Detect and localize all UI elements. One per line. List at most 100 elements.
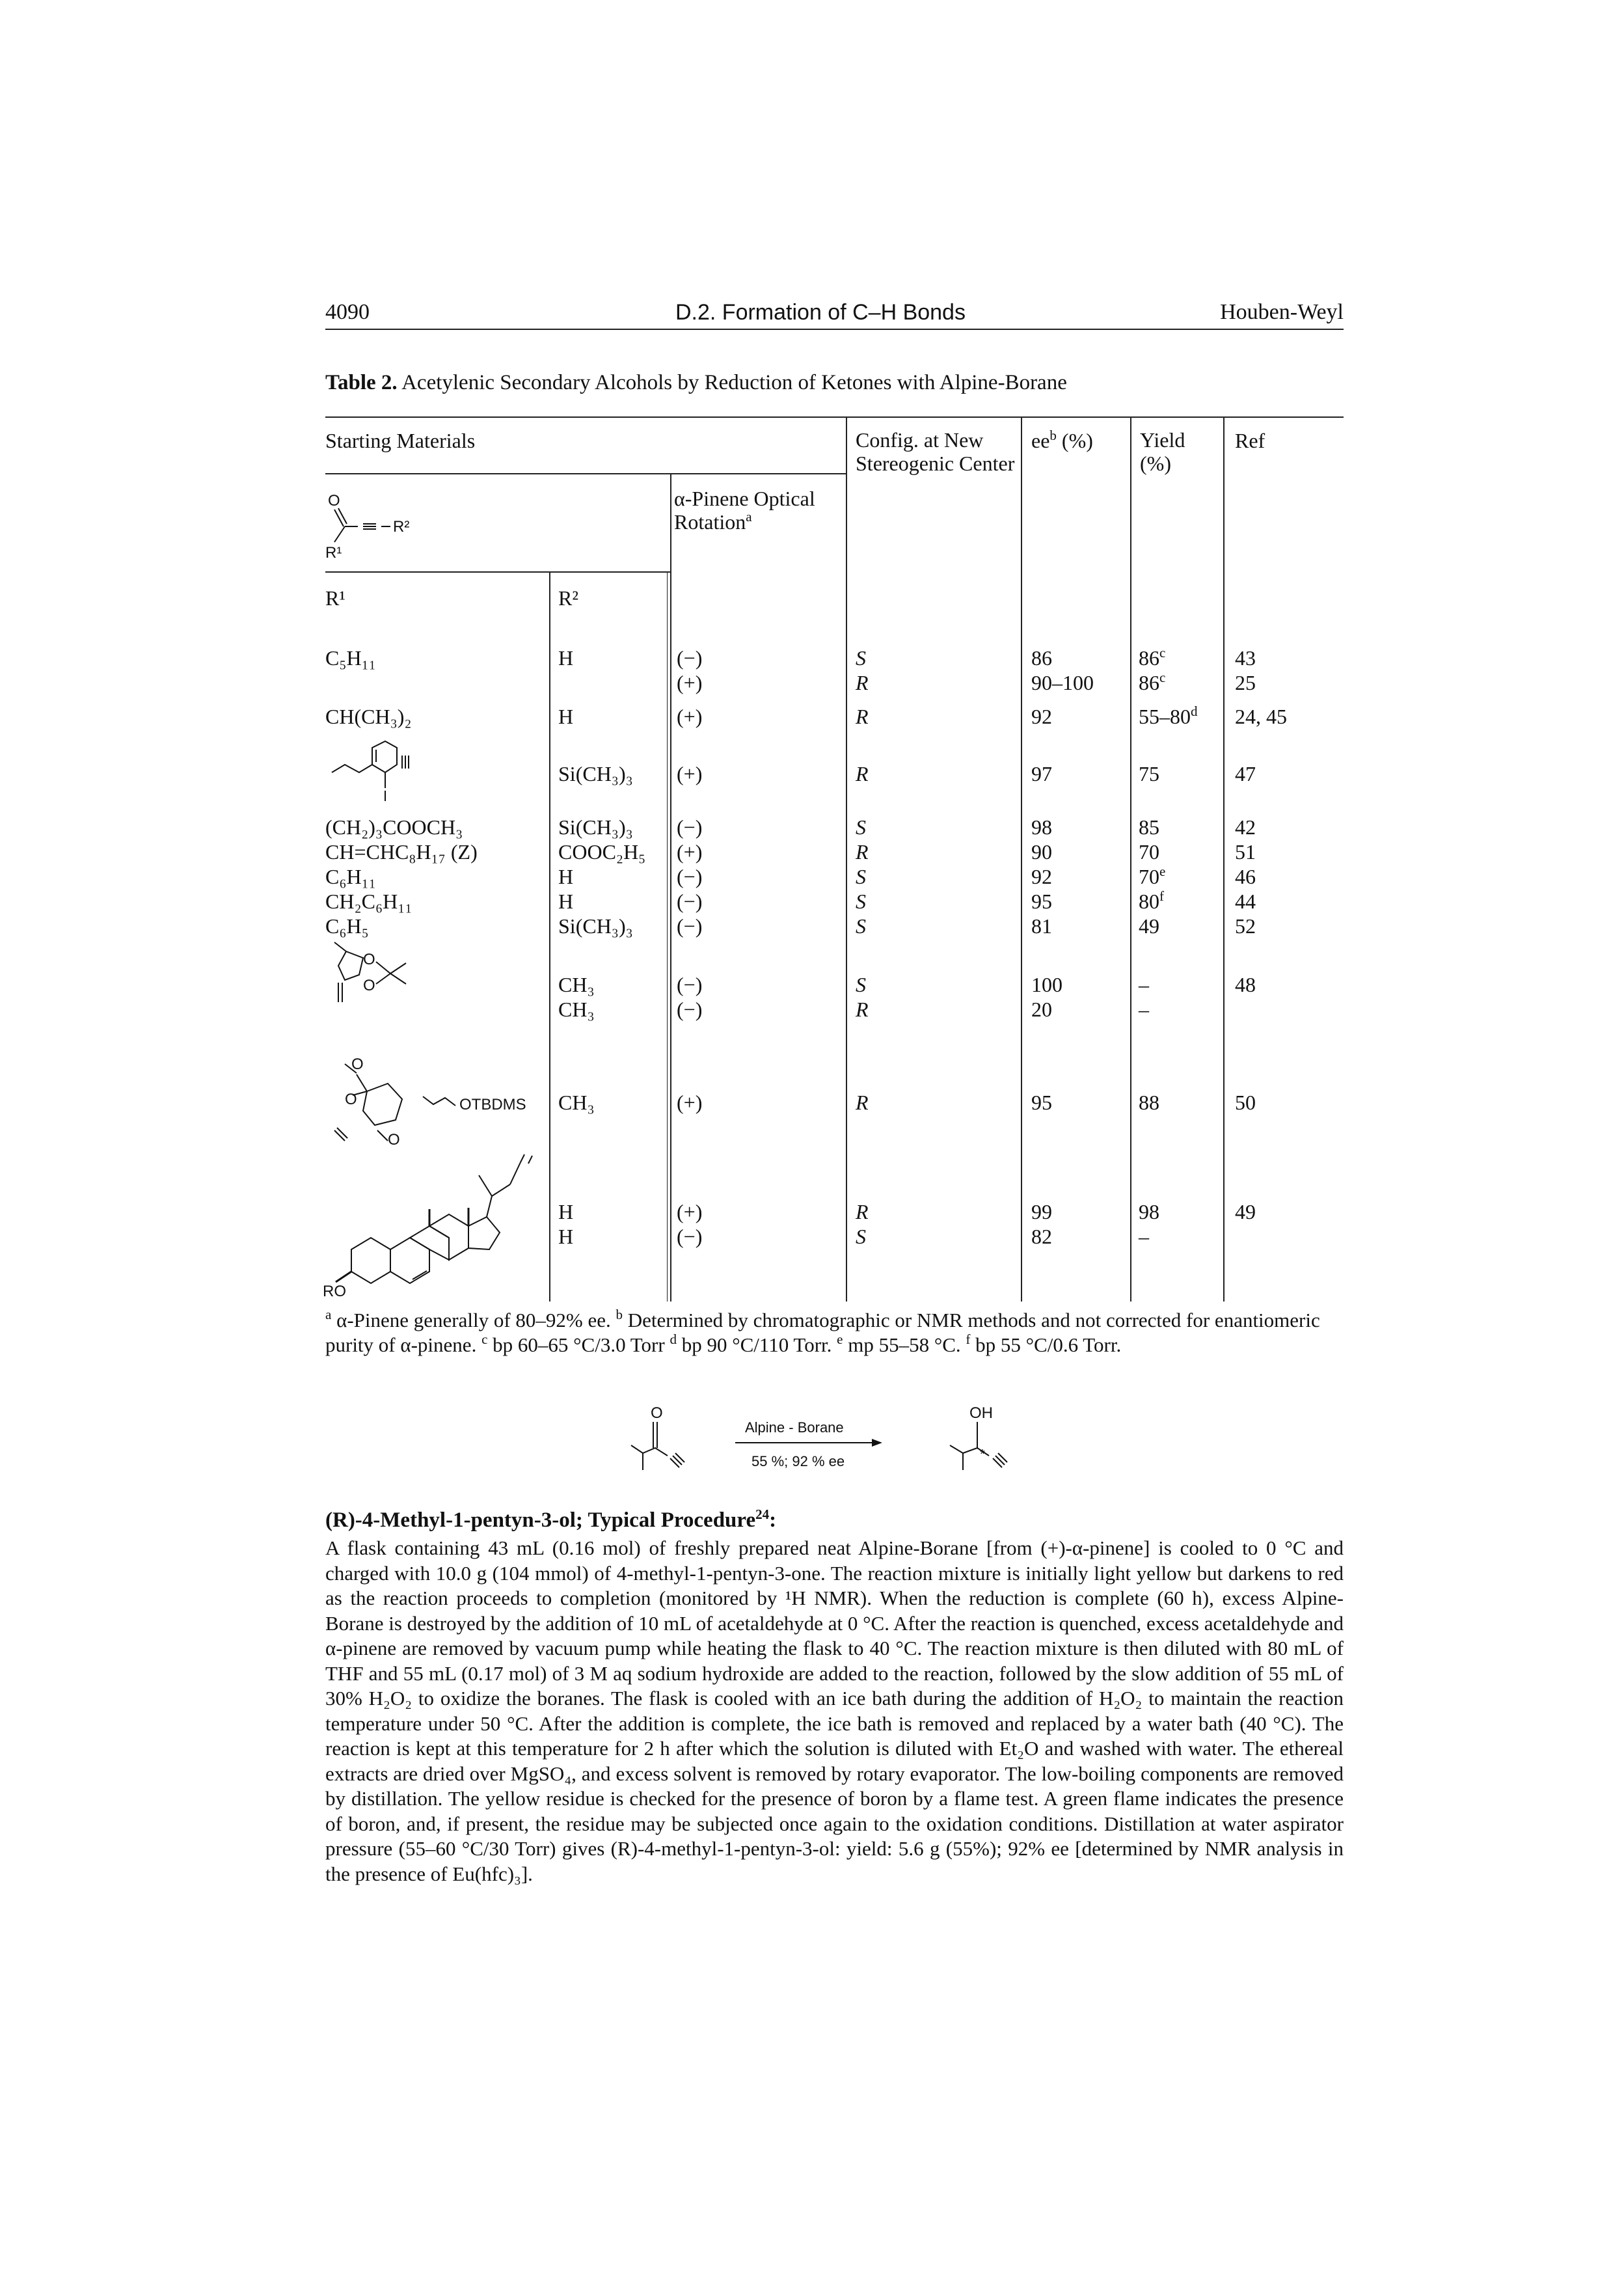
footnote-a-mark: a bbox=[325, 1307, 332, 1322]
cell-rotation-text: (−) bbox=[677, 890, 703, 913]
cell-ref: 43 bbox=[1235, 646, 1256, 670]
table-caption: Table 2. Acetylenic Secondary Alcohols b… bbox=[325, 371, 1067, 395]
cell-r1-text: C₆H₅ bbox=[325, 914, 369, 938]
column-divider bbox=[1223, 416, 1225, 1302]
cell-rotation-text: (−) bbox=[677, 815, 703, 839]
cell-rotation: (−) bbox=[677, 646, 702, 670]
cell-rotation: (−) bbox=[677, 914, 702, 938]
header-yield: Yield (%) bbox=[1140, 428, 1185, 475]
cell-r2: H bbox=[558, 1224, 573, 1249]
cell-ref-text: 48 bbox=[1235, 973, 1256, 996]
footnote-e: mp 55–58 °C. bbox=[848, 1333, 961, 1356]
cell-ee-text: 86 bbox=[1031, 646, 1052, 670]
cell-r2: H bbox=[558, 1199, 573, 1224]
cell-r2-text: Si(CH₃)₃ bbox=[558, 762, 633, 785]
section-title: D.2. Formation of C–H Bonds bbox=[675, 300, 966, 325]
cell-config: S bbox=[856, 914, 866, 938]
cell-ref: 24, 45 bbox=[1235, 704, 1287, 729]
cell-yield-text: 88 bbox=[1139, 1091, 1159, 1114]
cell-config-text: R bbox=[856, 671, 869, 694]
starting-materials-rule bbox=[325, 473, 846, 474]
cell-ee-text: 92 bbox=[1031, 865, 1052, 888]
cell-ee-text: 100 bbox=[1031, 973, 1062, 996]
cell-r2-text: COOC₂H₅ bbox=[558, 840, 646, 864]
yield-footnote-mark: e bbox=[1159, 864, 1166, 879]
cell-yield: – bbox=[1139, 972, 1149, 997]
cell-r1: (CH₂)₃COOCH₃ bbox=[325, 815, 463, 839]
cell-r2: CH₃ bbox=[558, 1090, 595, 1115]
cell-ref-text: 52 bbox=[1235, 914, 1256, 938]
cell-rotation: (+) bbox=[677, 761, 702, 786]
column-divider bbox=[667, 571, 668, 1302]
series-name: Houben-Weyl bbox=[1220, 300, 1344, 324]
cell-rotation-text: (−) bbox=[677, 865, 703, 888]
cell-r2: Si(CH₃)₃ bbox=[558, 761, 633, 786]
cell-r2-text: H bbox=[558, 705, 574, 728]
cell-rotation-text: (−) bbox=[677, 1225, 703, 1248]
cell-config: S bbox=[856, 1224, 866, 1249]
footnote-b: Determined by chromatographic or NMR met… bbox=[325, 1309, 1320, 1356]
cell-rotation: (+) bbox=[677, 1090, 702, 1115]
cell-yield-text: 86 bbox=[1139, 671, 1159, 694]
cell-rotation-text: (+) bbox=[677, 1200, 703, 1223]
cell-r1-text: (CH₂)₃COOCH₃ bbox=[325, 815, 463, 839]
cell-yield-text: 55–80 bbox=[1139, 705, 1191, 728]
steroid-ro-label: RO bbox=[323, 1283, 346, 1300]
footnote-d: bp 90 °C/110 Torr. bbox=[681, 1333, 832, 1356]
cell-ee-text: 82 bbox=[1031, 1225, 1052, 1248]
cell-r2: H bbox=[558, 864, 573, 889]
cell-config-text: R bbox=[856, 705, 869, 728]
footnote-c-mark: c bbox=[481, 1331, 488, 1347]
cell-yield: – bbox=[1139, 997, 1149, 1022]
table-footnotes: a α-Pinene generally of 80–92% ee. b Det… bbox=[325, 1308, 1344, 1357]
table-caption-text: Acetylenic Secondary Alcohols by Reducti… bbox=[401, 371, 1067, 394]
cell-r2: H bbox=[558, 646, 573, 670]
cell-config-text: S bbox=[856, 973, 866, 996]
cell-config-text: S bbox=[856, 1225, 866, 1248]
running-header: 4090 D.2. Formation of C–H Bonds Houben-… bbox=[325, 296, 1344, 330]
cell-ref: 52 bbox=[1235, 914, 1256, 938]
cell-ee: 98 bbox=[1031, 815, 1052, 839]
generic-ketone-structure: O R² R¹ bbox=[325, 491, 436, 563]
table-top-rule bbox=[325, 416, 1344, 418]
cell-ref-text: 44 bbox=[1235, 890, 1256, 913]
cell-r1-text: CH(CH₃)₂ bbox=[325, 705, 412, 728]
cell-rotation: (+) bbox=[677, 670, 702, 695]
cell-ee-text: 20 bbox=[1031, 998, 1052, 1021]
footnote-b-mark: b bbox=[616, 1307, 623, 1322]
cell-ee-text: 95 bbox=[1031, 1091, 1052, 1114]
cell-ee: 81 bbox=[1031, 914, 1052, 938]
cell-rotation: (+) bbox=[677, 839, 702, 864]
cell-yield-text: – bbox=[1139, 1225, 1149, 1248]
cell-rotation: (−) bbox=[677, 972, 702, 997]
cell-yield-text: 85 bbox=[1139, 815, 1159, 839]
cell-r2-text: CH₃ bbox=[558, 1091, 595, 1114]
cell-yield-text: – bbox=[1139, 973, 1149, 996]
cell-r2: CH₃ bbox=[558, 997, 595, 1022]
footnote-a: α-Pinene generally of 80–92% ee. bbox=[336, 1309, 611, 1331]
header-ee-unit: (%) bbox=[1056, 429, 1093, 452]
subheader-rule bbox=[325, 571, 670, 573]
column-divider bbox=[1130, 416, 1131, 1302]
cell-yield-text: 75 bbox=[1139, 762, 1159, 785]
header-pinene-footnote-mark: a bbox=[746, 509, 752, 525]
cell-yield: 86c bbox=[1139, 646, 1165, 670]
cell-r2-text: CH₃ bbox=[558, 973, 595, 996]
cell-ref-text: 51 bbox=[1235, 840, 1256, 864]
cell-yield: 75 bbox=[1139, 761, 1159, 786]
yield-footnote-mark: c bbox=[1159, 670, 1166, 685]
cell-r2: COOC₂H₅ bbox=[558, 839, 645, 864]
cell-ee-text: 92 bbox=[1031, 705, 1052, 728]
dioxolane-structure: O O bbox=[325, 937, 429, 1015]
cell-rotation-text: (−) bbox=[677, 973, 703, 996]
ketone-oxygen-label: O bbox=[328, 492, 340, 510]
cell-yield-text: 70 bbox=[1139, 865, 1159, 888]
cell-r1: CH(CH₃)₂ bbox=[325, 704, 412, 729]
column-divider bbox=[846, 416, 847, 1302]
footnote-d-mark: d bbox=[670, 1331, 677, 1347]
cell-ee-text: 99 bbox=[1031, 1200, 1052, 1223]
otbdms-sugar-structure: O O O OTBDMS bbox=[325, 1056, 547, 1155]
cell-yield: 98 bbox=[1139, 1199, 1159, 1224]
otbdms-label: OTBDMS bbox=[459, 1096, 526, 1113]
